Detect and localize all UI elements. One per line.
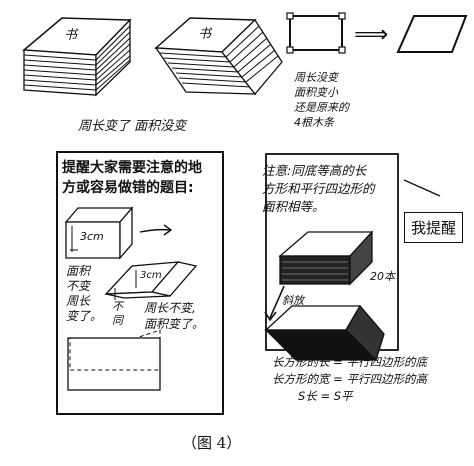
right-note-line: 面积变了。 [144, 317, 205, 331]
dimension-label-a: 3cm [80, 230, 104, 243]
left-panel-title-line2: 方或容易做错的题目: [62, 180, 194, 196]
equal-area-note-line: 方形和平行四边形的 [262, 181, 375, 196]
left-note-line: 不变 [66, 279, 91, 293]
book-count-label: 20本 [370, 270, 395, 283]
frame-note-line: 周长没变 [294, 71, 338, 84]
left-note-line: 面积 [66, 264, 91, 278]
mid-note-line: 不 [112, 300, 123, 313]
equal-area-note-line: 面积相等。 [262, 199, 325, 214]
dimension-label-b: 3cm [140, 270, 162, 281]
right-note: 周长不变, 面积变了。 [144, 300, 204, 332]
left-note: 面积 不变 周长 变了。 [66, 264, 102, 324]
formula-line: 长方形的长 = 平行四边形的底 [272, 355, 427, 369]
double-arrow-icon: ⟹ [354, 20, 389, 48]
remind-button[interactable]: 我提醒 [404, 212, 464, 243]
mid-note: 不 同 [112, 300, 123, 328]
left-note-line: 变了。 [66, 309, 103, 323]
frame-note-line: 4根木条 [294, 116, 334, 129]
formula-block: 长方形的长 = 平行四边形的底 长方形的宽 = 平行四边形的高 S长 = S平 [272, 354, 427, 405]
figure-caption: （图 4） [182, 434, 242, 452]
right-note-line: 周长不变, [144, 301, 196, 315]
stack-note: 周长变了 面积没变 [78, 119, 187, 134]
left-note-line: 周长 [66, 294, 91, 308]
frame-note-line: 面积变小 [294, 86, 338, 99]
formula-line: S长 = S平 [298, 389, 353, 403]
equal-area-note-line: 注意:同底等高的长 [262, 163, 367, 178]
tilt-label: 斜放 [282, 294, 304, 307]
left-panel-title: 提醒大家需要注意的地 方或容易做错的题目: [62, 158, 202, 198]
book-label-right: 书 [198, 27, 212, 42]
frame-note-line: 还是原来的 [294, 101, 349, 114]
equal-area-note: 注意:同底等高的长 方形和平行四边形的 面积相等。 [262, 162, 375, 216]
book-label-left: 书 [64, 28, 78, 43]
mid-note-line: 同 [112, 314, 123, 327]
formula-line: 长方形的宽 = 平行四边形的高 [272, 372, 427, 386]
left-panel-title-line1: 提醒大家需要注意的地 [62, 160, 202, 176]
frame-note: 周长没变 面积变小 还是原来的 4根木条 [294, 70, 349, 130]
